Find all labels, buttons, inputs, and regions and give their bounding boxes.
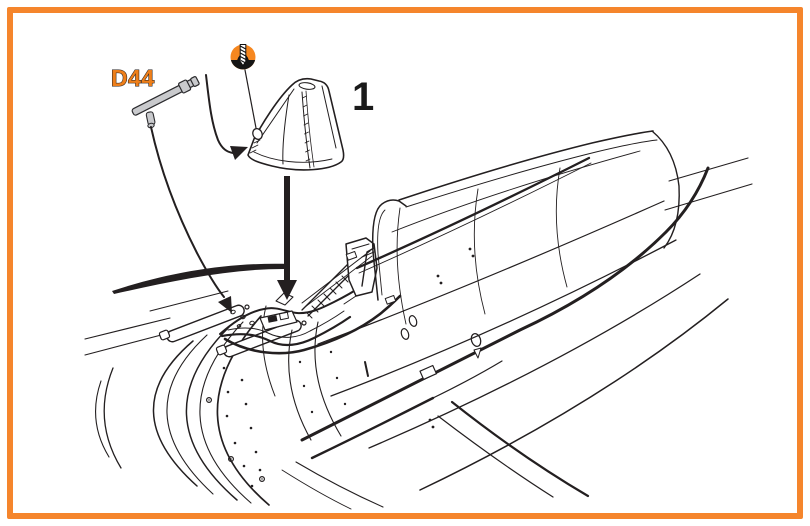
step-number: 1 — [352, 75, 374, 119]
aircraft-fuselage-drawing — [84, 130, 753, 510]
drill-icon-bit-hatch — [239, 45, 247, 64]
drill-location-pointer — [244, 69, 263, 140]
pitot-tube-part-d44 — [131, 76, 200, 129]
part-label: D44 — [111, 65, 155, 91]
windscreen-part — [247, 77, 345, 171]
windscreen-placement-arrow — [205, 74, 248, 160]
drill-hole-icon — [230, 44, 256, 70]
insertion-arrow — [277, 176, 297, 300]
part-placement-arrow — [150, 126, 232, 313]
